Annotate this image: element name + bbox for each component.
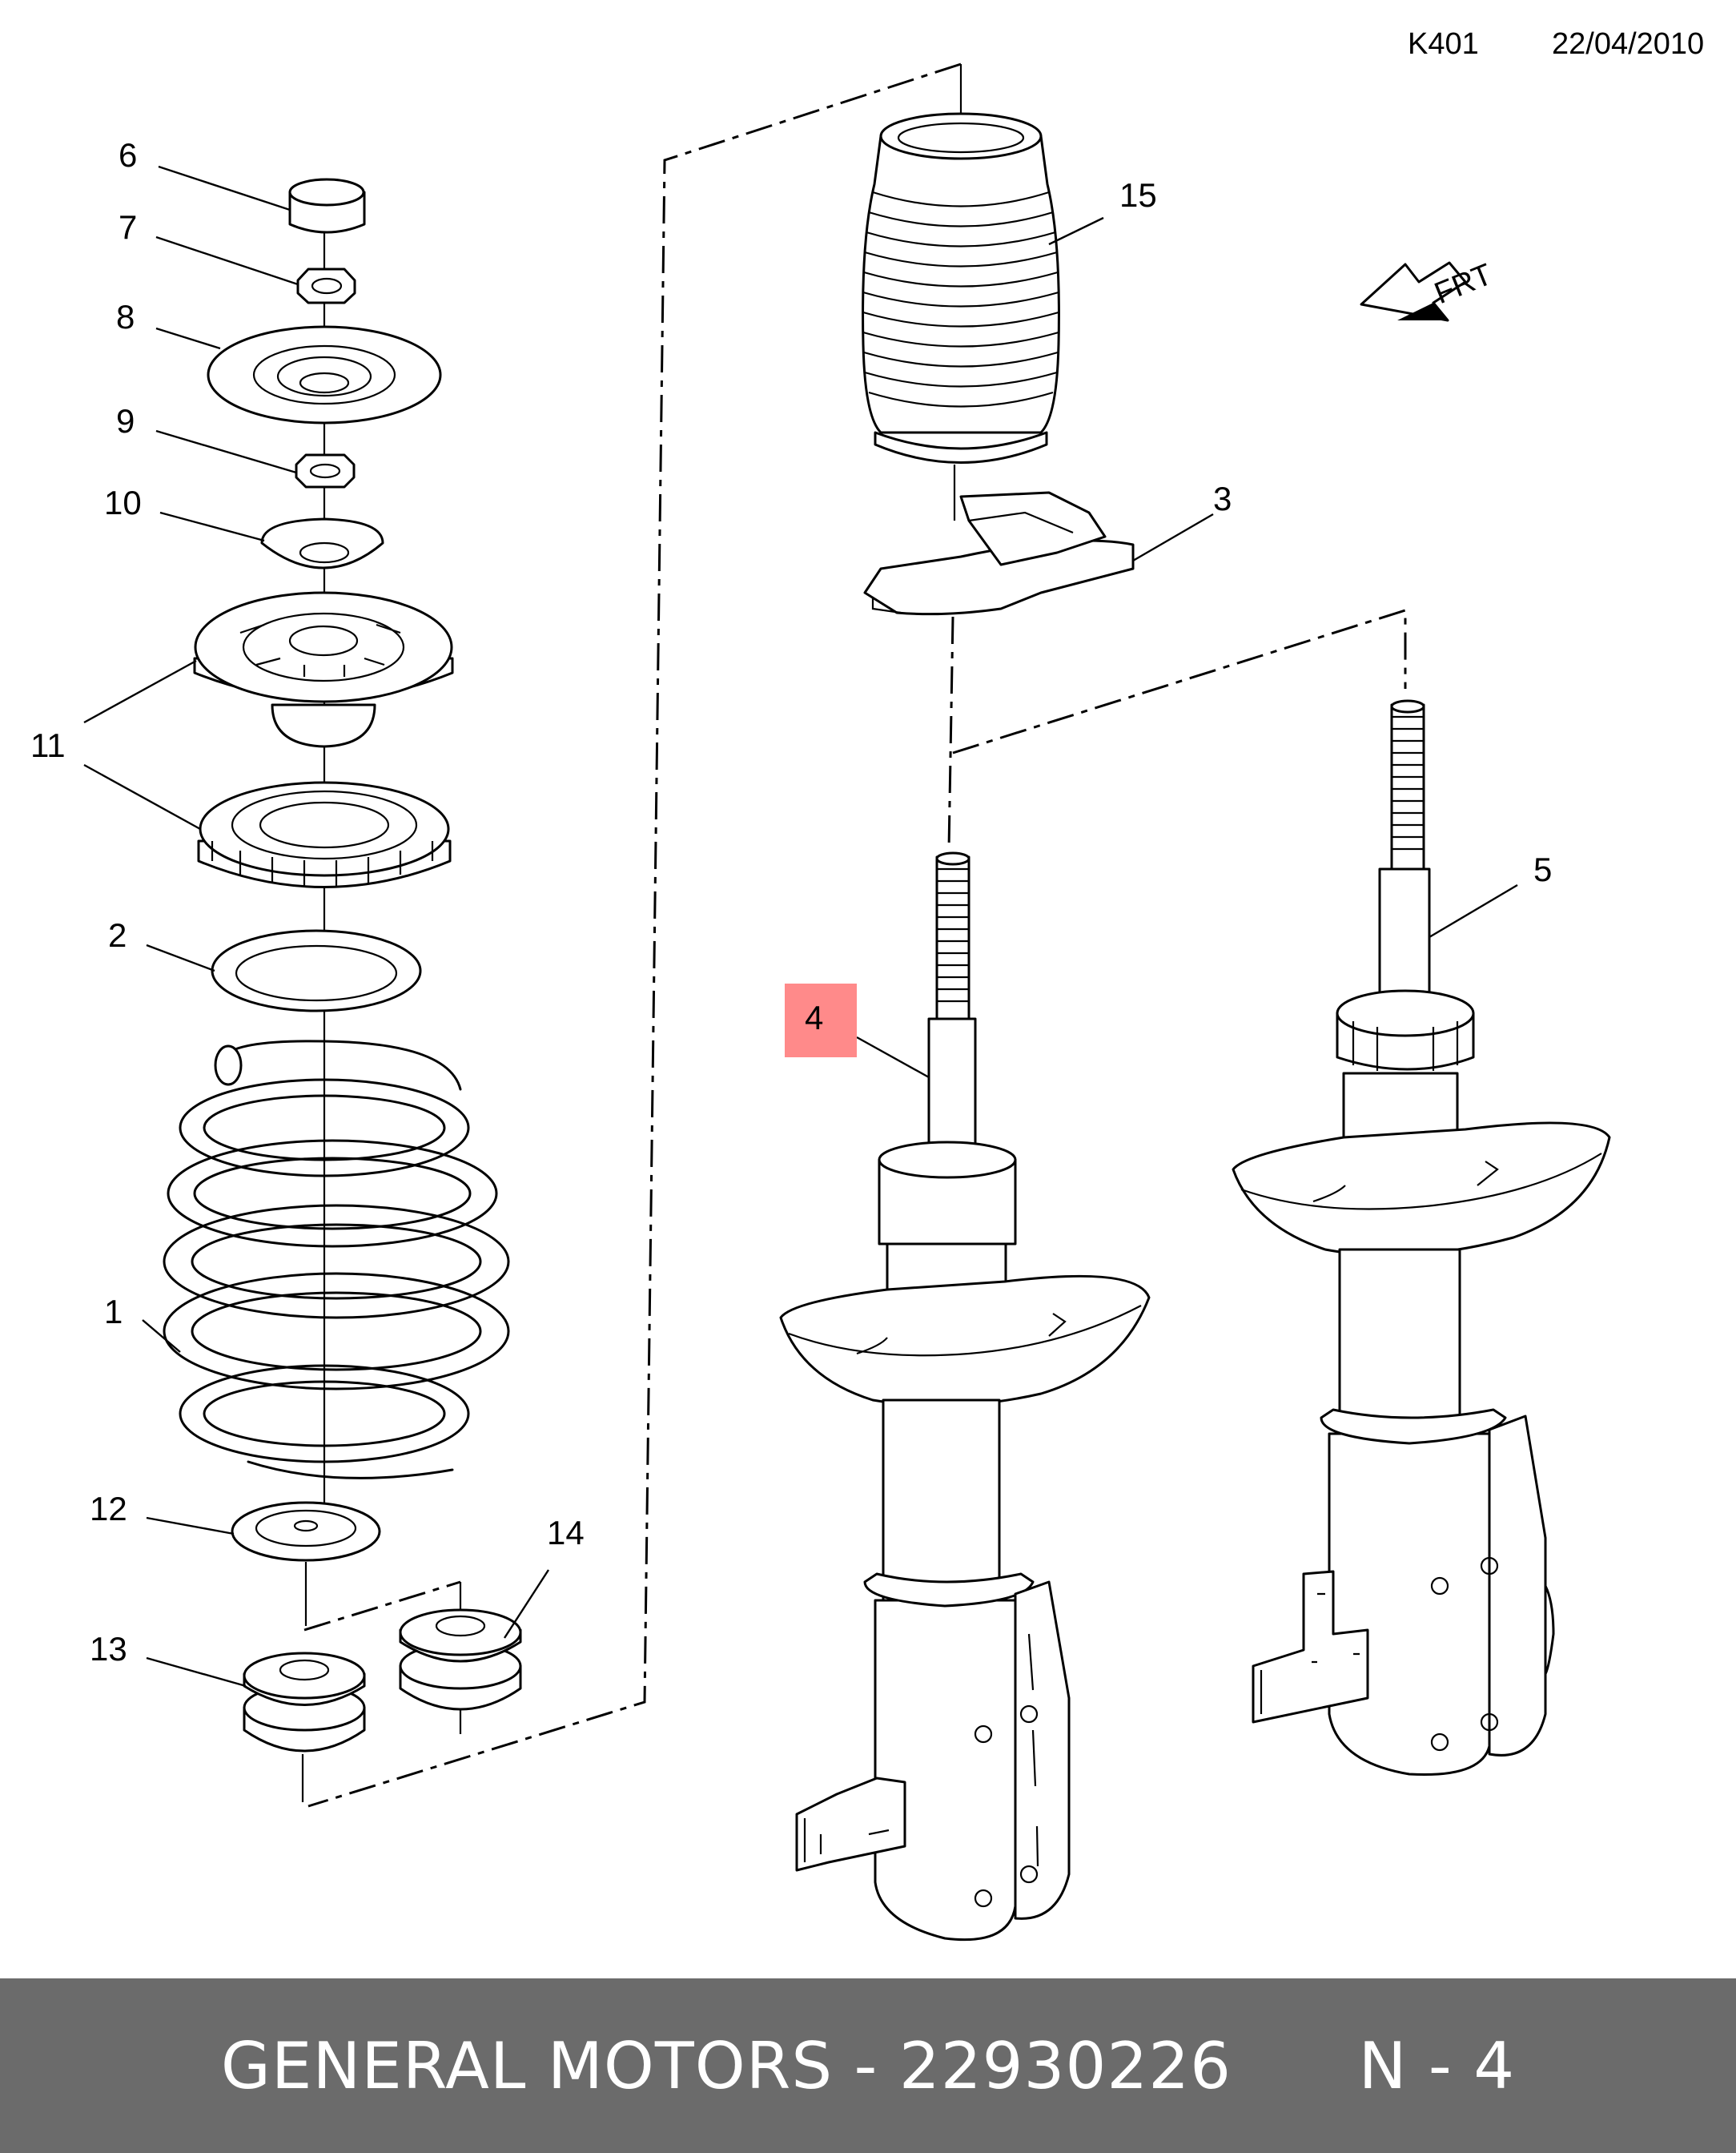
callout-12: 12	[90, 1490, 127, 1527]
part-7-nut	[296, 268, 356, 304]
part-10-washer	[260, 517, 384, 569]
callout-4: 4	[805, 999, 823, 1036]
callout-7: 7	[119, 208, 137, 246]
part-2-spring-seat	[211, 929, 422, 1012]
leader-12	[146, 1516, 235, 1535]
part-9-nut	[295, 453, 356, 489]
leader-15	[1048, 216, 1104, 246]
leader-9	[155, 429, 297, 474]
leader-10	[159, 511, 265, 542]
part-15-dust-boot	[862, 112, 1060, 464]
footer-text: GENERAL MOTORS - 22930226 N - 4	[221, 2029, 1515, 2103]
part-12-washer	[231, 1501, 381, 1562]
footer-part-number: 22930226	[898, 2028, 1232, 2103]
part-6-dust-cap	[288, 178, 366, 234]
callout-13: 13	[90, 1630, 127, 1668]
callout-11: 11	[30, 726, 66, 764]
part-8-top-plate	[207, 325, 442, 425]
callout-8: 8	[116, 298, 135, 336]
leader-6	[158, 165, 291, 211]
leader-1	[142, 1319, 181, 1353]
leader-8	[155, 327, 221, 350]
part-11-strut-mount	[193, 591, 454, 748]
part-11-bearing	[197, 781, 452, 888]
footer-separator: -	[854, 2028, 878, 2103]
mount-bracket-line	[303, 1580, 461, 1632]
leader-11b	[83, 763, 201, 831]
leader-11a	[83, 659, 197, 724]
front-direction-label: FRT	[1430, 258, 1497, 311]
leader-13	[146, 1656, 247, 1688]
callout-3: 3	[1213, 480, 1232, 517]
group-boundary-left	[307, 62, 962, 1808]
group-boundary-right	[952, 608, 1407, 755]
part-5-strut-assembly	[1232, 699, 1611, 1777]
callout-10: 10	[104, 484, 142, 521]
callout-5: 5	[1533, 851, 1552, 888]
footer-bar: GENERAL MOTORS - 22930226 N - 4	[0, 1978, 1736, 2153]
footer-ref: N - 4	[1358, 2028, 1516, 2103]
callout-14: 14	[547, 1514, 585, 1551]
part-4-strut-assembly	[779, 851, 1151, 1942]
diagram-date: 22/04/2010	[1552, 27, 1704, 61]
callout-1: 1	[104, 1293, 123, 1330]
callout-6: 6	[119, 136, 137, 174]
leader-5	[1429, 883, 1518, 939]
diagram-code: K401	[1408, 27, 1479, 61]
callout-15: 15	[1119, 176, 1157, 214]
highlight-4	[785, 984, 857, 1057]
exploded-parts-diagram: K401 22/04/2010	[30, 27, 1704, 1942]
front-direction-arrow-icon: FRT	[1360, 258, 1497, 322]
callout-2: 2	[108, 916, 127, 954]
part-1-coil-spring	[163, 1040, 510, 1479]
leader-4	[856, 1036, 930, 1079]
leader-3	[1132, 513, 1214, 562]
leader-7	[155, 235, 299, 286]
leader-2	[146, 944, 215, 972]
leader-14	[503, 1569, 550, 1639]
part-13-bushing	[243, 1652, 366, 1753]
callout-9: 9	[116, 402, 135, 440]
part-3-spring-insulator	[863, 491, 1135, 616]
part-14-bushing	[399, 1608, 522, 1711]
center-axis-dashed	[947, 616, 954, 850]
footer-brand: GENERAL MOTORS	[220, 2028, 834, 2103]
